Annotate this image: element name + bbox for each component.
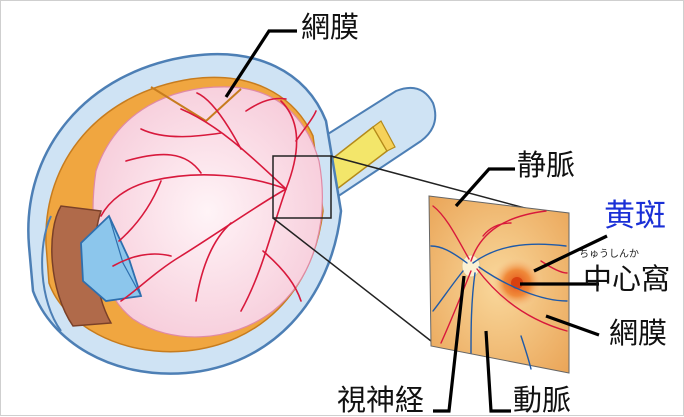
label-fovea-reading: ちゅうしんか [579,250,639,260]
eyeball [28,54,341,373]
label-fovea: 中心窩 [583,265,670,294]
label-retina-top: 網膜 [301,13,359,42]
optic-disc [462,255,480,277]
label-retina-right: 網膜 [609,319,667,348]
label-artery: 動脈 [513,386,571,415]
label-optic-nerve: 視神経 [337,386,424,415]
label-vein: 静脈 [517,151,575,180]
label-macula: 黄斑 [604,201,666,232]
